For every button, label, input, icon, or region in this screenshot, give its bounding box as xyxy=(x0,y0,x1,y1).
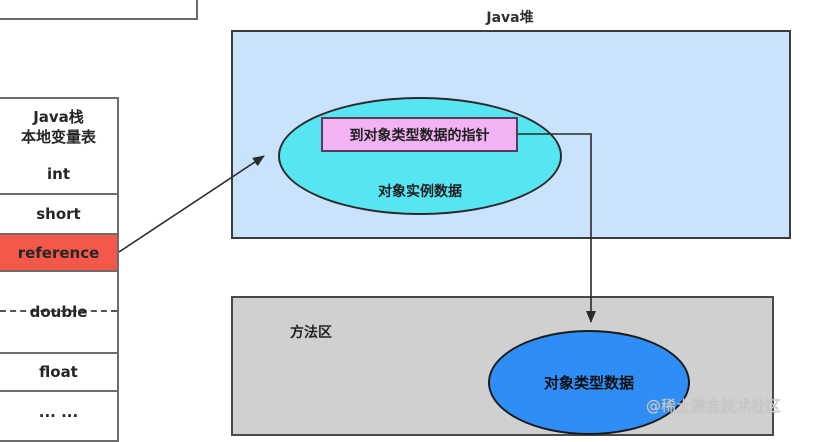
stack-cell-double: double xyxy=(0,272,119,352)
type-pointer-box: 到对象类型数据的指针 xyxy=(321,117,518,152)
type-pointer-label: 到对象类型数据的指针 xyxy=(349,127,490,144)
stack-title: Java栈 xyxy=(33,108,84,126)
arrows-layer xyxy=(118,133,596,323)
stack-cell-label: short xyxy=(36,205,81,223)
object-instance-ellipse xyxy=(278,97,562,215)
object-instance-label: 对象实例数据 xyxy=(378,184,462,200)
stack-cell-int: int xyxy=(0,155,119,195)
local-variable-table-label: 本地变量表 xyxy=(20,128,96,146)
java-stack: Java栈 本地变量表 int short reference double f… xyxy=(0,97,119,442)
watermark: @稀土掘金技术社区 xyxy=(646,397,782,415)
method-area-title: 方法区 xyxy=(290,325,332,341)
stack-cell-label: ... ... xyxy=(38,403,79,421)
object-type-label: 对象类型数据 xyxy=(543,374,634,392)
stack-cell-label: double xyxy=(29,303,88,321)
partial-box-top-left xyxy=(0,0,198,20)
reference-to-instance-arrow xyxy=(118,155,265,253)
stack-cell-label: float xyxy=(39,363,78,381)
stack-cell-reference: reference xyxy=(0,235,119,272)
stack-cell-label: reference xyxy=(17,243,100,262)
dashed-divider xyxy=(0,310,117,312)
heap-title: Java堆 xyxy=(486,10,534,26)
stack-cell-short: short xyxy=(0,195,119,235)
object-type-ellipse: 对象类型数据 xyxy=(488,330,690,435)
pointer-to-type-arrow xyxy=(518,133,596,323)
stack-cell-float: float xyxy=(0,352,119,392)
stack-cell-label: int xyxy=(47,165,70,183)
